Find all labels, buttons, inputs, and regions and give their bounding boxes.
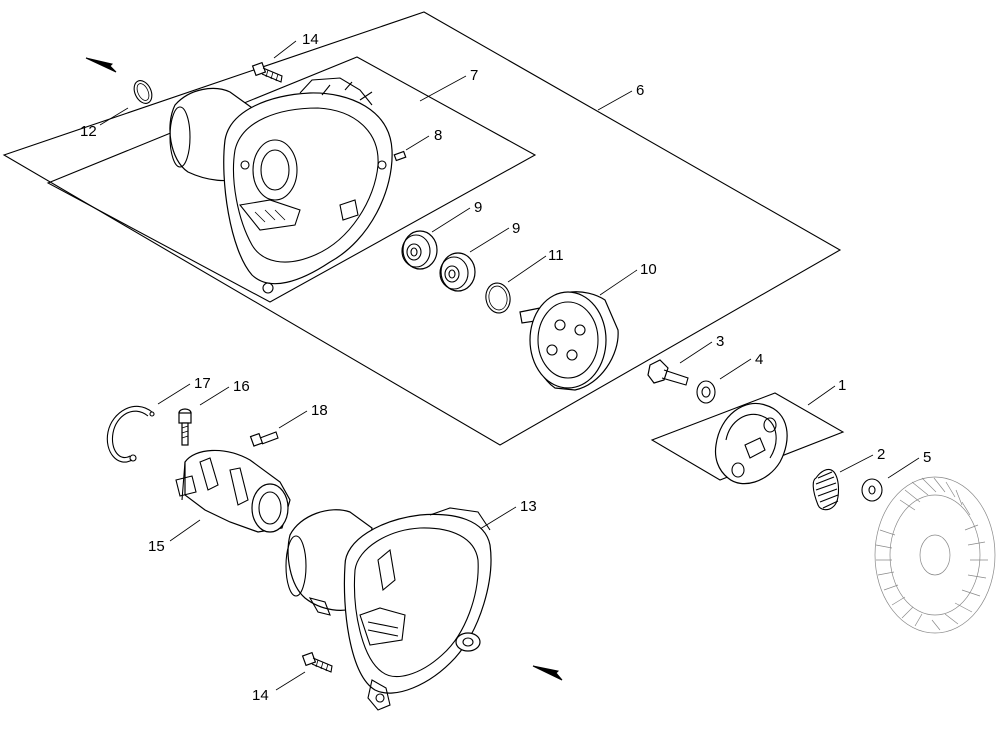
clutch-drum-10 — [519, 291, 619, 391]
label-part-13: 13 — [520, 498, 537, 515]
label-part-14-top: 14 — [302, 31, 319, 48]
label-part-7: 7 — [470, 67, 478, 84]
spring-2 — [812, 469, 840, 511]
screw-18 — [249, 431, 279, 447]
group-box-7 — [46, 56, 537, 303]
direction-arrow-bottom — [532, 665, 563, 681]
label-part-8: 8 — [434, 127, 442, 144]
bolt-3 — [647, 359, 689, 386]
group-box-1 — [650, 392, 845, 481]
label-part-14-bottom: 14 — [252, 687, 269, 704]
screw-14-top — [251, 61, 283, 83]
part-number-labels: 14 7 6 12 8 9 9 11 10 3 4 1 17 16 18 2 5… — [80, 31, 931, 704]
snap-ring-12 — [133, 80, 153, 104]
pin-8 — [393, 150, 407, 162]
label-part-17: 17 — [194, 375, 211, 392]
washer-4 — [696, 380, 716, 404]
label-part-12: 12 — [80, 123, 97, 140]
label-part-9a: 9 — [474, 199, 482, 216]
label-part-15: 15 — [148, 538, 165, 555]
bearing-9a — [401, 230, 438, 270]
label-part-2: 2 — [877, 446, 885, 463]
label-part-10: 10 — [640, 261, 657, 278]
label-part-4: 4 — [755, 351, 763, 368]
cap-screw-16 — [178, 408, 192, 446]
label-part-18: 18 — [311, 402, 328, 419]
clamp-15 — [175, 449, 291, 533]
label-part-6: 6 — [636, 82, 644, 99]
clutch-assembly-1 — [714, 402, 788, 485]
label-part-11: 11 — [548, 247, 564, 264]
label-part-9b: 9 — [512, 220, 520, 237]
clutch-housing-7 — [169, 77, 393, 294]
direction-arrow-top — [85, 57, 117, 73]
label-part-16: 16 — [233, 378, 250, 395]
screw-14-bottom — [301, 651, 333, 673]
washer-5 — [861, 478, 883, 502]
group-box-6 — [2, 11, 842, 446]
flywheel-ghost — [874, 476, 996, 634]
bearing-9b — [439, 252, 476, 292]
circlip-17 — [106, 405, 155, 463]
label-part-3: 3 — [716, 333, 724, 350]
leader-lines — [99, 40, 920, 691]
clutch-housing-13 — [285, 507, 492, 711]
label-part-5: 5 — [923, 449, 931, 466]
retaining-ring-11 — [485, 282, 511, 314]
label-part-1: 1 — [838, 377, 846, 394]
